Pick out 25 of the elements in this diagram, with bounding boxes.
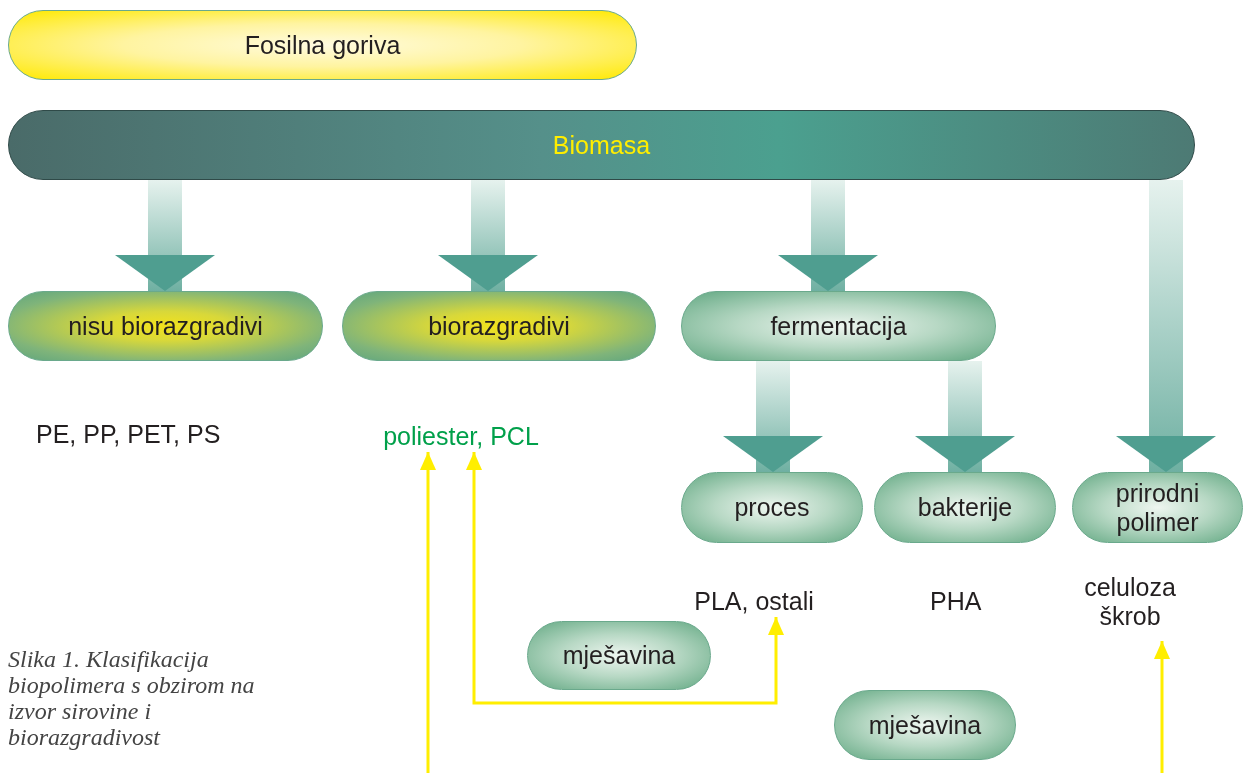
node-label: prirodni polimer xyxy=(1114,478,1201,537)
node-label: Biomasa xyxy=(552,130,651,160)
block-arrow xyxy=(438,180,538,291)
node-label: mješavina xyxy=(562,641,676,670)
material-label: PHA xyxy=(930,587,982,616)
arrow xyxy=(1154,641,1170,773)
block-arrow xyxy=(115,180,215,291)
node-label: bakterije xyxy=(917,493,1013,522)
material-label: PLA, ostali xyxy=(684,585,824,617)
material-label: PE, PP, PET, PS xyxy=(36,420,221,449)
block-arrow xyxy=(778,180,878,291)
node-label: Fosilna goriva xyxy=(244,30,401,60)
figure-caption: Slika 1. Klasifikacija biopolimera s obzirom na izvor sirovine i biorazgradivost xyxy=(8,646,256,750)
block-arrow xyxy=(1116,180,1216,472)
node-label: mješavina xyxy=(868,710,982,740)
arrow xyxy=(466,452,784,705)
material-label: poliester, PCL xyxy=(368,420,554,452)
material-label: celuloza škrob xyxy=(1082,563,1178,641)
arrow xyxy=(420,452,436,773)
block-arrow xyxy=(915,361,1015,472)
block-arrow xyxy=(723,361,823,472)
node-label: biorazgradivi xyxy=(428,311,570,341)
node-label: nisu biorazgradivi xyxy=(68,311,263,341)
node-label: proces xyxy=(734,493,810,522)
node-label: fermentacija xyxy=(770,311,907,341)
